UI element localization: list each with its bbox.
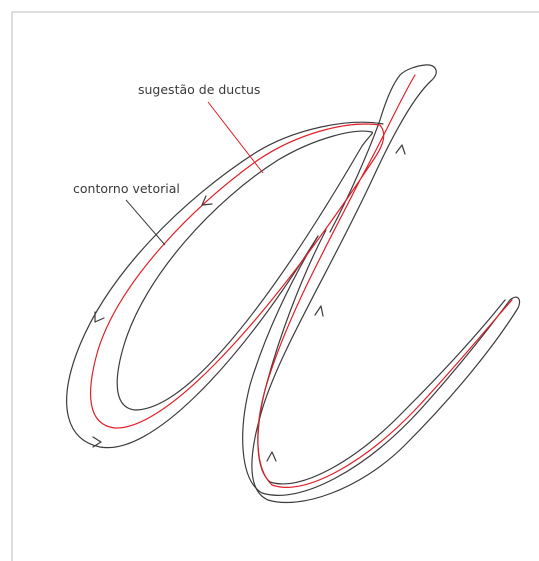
outline-label: contorno vetorial bbox=[73, 181, 180, 196]
ductus-callout-line bbox=[208, 102, 263, 173]
outline-bowl-outer bbox=[67, 122, 383, 447]
outline-stem-inner bbox=[258, 230, 505, 484]
arrow-outline-left bbox=[95, 312, 104, 322]
vector-outline bbox=[67, 65, 520, 503]
ductus-line bbox=[91, 75, 512, 487]
outline-stem-left bbox=[243, 236, 520, 503]
arrow-outline-right-bottom bbox=[267, 452, 276, 461]
outline-stem-right bbox=[252, 65, 436, 500]
outline-callout-line bbox=[126, 200, 165, 245]
ductus-label: sugestão de ductus bbox=[138, 82, 260, 97]
arrow-outline-right-stem bbox=[396, 145, 405, 154]
arrow-outline-right-stem-2 bbox=[315, 306, 323, 316]
outline-bowl-inner bbox=[117, 131, 372, 410]
